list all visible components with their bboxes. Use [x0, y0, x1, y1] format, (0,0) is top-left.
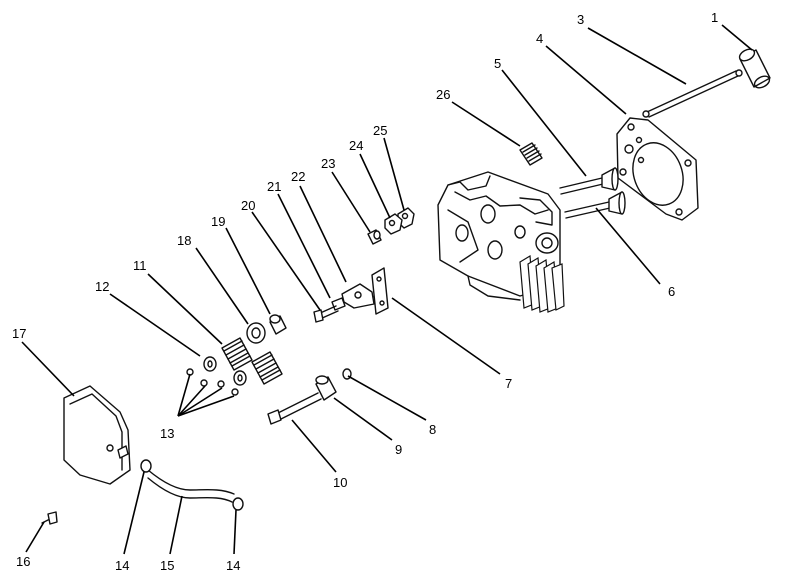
part-spring-cap — [269, 314, 287, 335]
callout-6: 6 — [668, 284, 675, 299]
callout-11: 11 — [133, 258, 147, 273]
callout-14b: 14 — [226, 558, 240, 573]
part-rocker-arm — [341, 283, 375, 309]
part-spacer — [315, 375, 337, 401]
part-stud — [367, 229, 382, 245]
callout-19: 19 — [211, 214, 225, 229]
leader-lines — [21, 24, 753, 555]
callout-21: 21 — [267, 179, 281, 194]
callout-3: 3 — [577, 12, 584, 27]
part-long-bolt — [267, 392, 322, 425]
callout-5: 5 — [494, 56, 501, 71]
callout-10: 10 — [333, 475, 347, 490]
part-push-rod — [642, 69, 743, 118]
callout-23: 23 — [321, 156, 335, 171]
callout-16: 16 — [16, 554, 30, 569]
part-plate — [371, 267, 389, 315]
callout-26: 26 — [436, 87, 450, 102]
part-cooling-fins — [519, 254, 565, 313]
part-valve-lower — [564, 191, 626, 219]
part-cap — [738, 48, 771, 89]
part-spring-upper — [221, 337, 253, 371]
callout-20: 20 — [241, 198, 255, 213]
callout-8: 8 — [429, 422, 436, 437]
part-head-gasket — [616, 117, 699, 221]
callout-17: 17 — [12, 326, 26, 341]
part-bolt-21 — [331, 297, 346, 311]
part-rocker-24 — [384, 213, 403, 235]
callout-1: 1 — [711, 10, 718, 25]
callout-12: 12 — [95, 279, 109, 294]
callout-22: 22 — [291, 169, 305, 184]
callout-9: 9 — [395, 442, 402, 457]
part-spark-plug — [519, 142, 543, 166]
part-keepers — [186, 368, 239, 396]
callout-7: 7 — [505, 376, 512, 391]
part-washers — [203, 356, 247, 386]
callout-18: 18 — [177, 233, 191, 248]
callout-24: 24 — [349, 138, 363, 153]
callout-labels: 1 3 4 5 26 25 24 23 22 21 20 19 18 11 12… — [12, 10, 718, 573]
part-retainer — [246, 322, 266, 344]
part-spring-lower — [251, 351, 283, 385]
callout-25: 25 — [373, 123, 387, 138]
callout-13: 13 — [160, 426, 174, 441]
part-hose — [147, 469, 235, 503]
part-valve-cover — [63, 385, 131, 485]
part-clamp-upper — [140, 459, 152, 473]
part-bolt-20 — [313, 305, 339, 323]
part-valve-upper — [559, 167, 619, 195]
callout-15: 15 — [160, 558, 174, 573]
callout-4: 4 — [536, 31, 543, 46]
part-clamp-lower — [232, 497, 244, 511]
callout-14a: 14 — [115, 558, 129, 573]
